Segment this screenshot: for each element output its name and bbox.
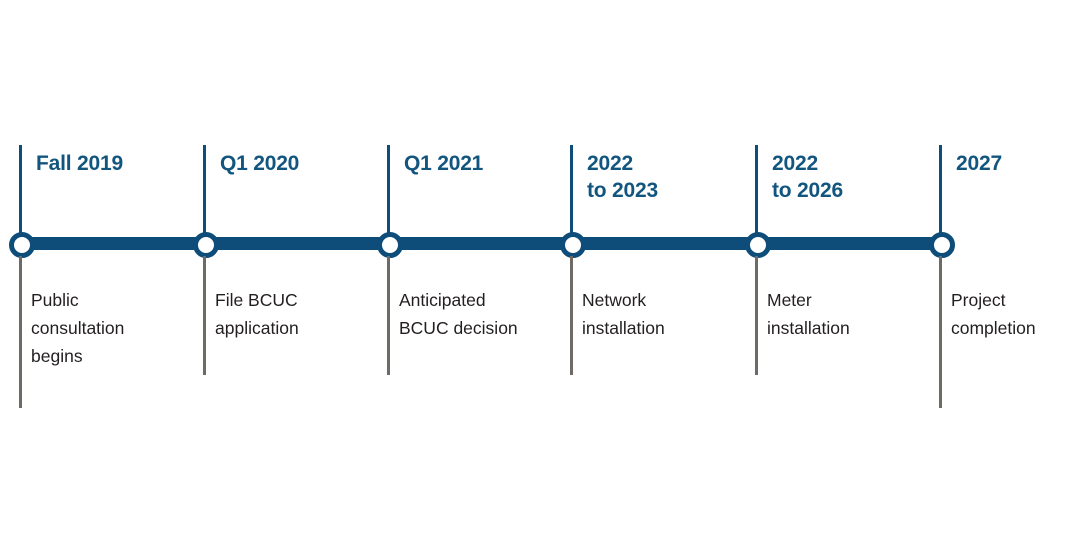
milestone-tick-top <box>939 145 942 239</box>
milestone-tick-top <box>19 145 22 239</box>
milestone-date-label: 2022 to 2026 <box>772 152 843 202</box>
milestone-tick-bottom <box>387 256 390 375</box>
timeline-axis-line <box>20 237 940 250</box>
milestone-file-bcuc-application[interactable]: Q1 2020 File BCUC application <box>184 0 384 560</box>
milestone-tick-top <box>203 145 206 239</box>
milestone-project-completion[interactable]: 2027 Project completion <box>920 0 1066 560</box>
milestone-date-label: Q1 2021 <box>404 152 484 175</box>
milestone-node-marker[interactable] <box>745 232 771 258</box>
milestone-tick-bottom <box>203 256 206 375</box>
milestone-node-marker[interactable] <box>560 232 586 258</box>
milestone-node-marker[interactable] <box>929 232 955 258</box>
milestone-tick-bottom <box>755 256 758 375</box>
milestone-network-installation[interactable]: 2022 to 2023 Network installation <box>551 0 751 560</box>
milestone-description-label: Public consultation begins <box>31 290 125 366</box>
milestone-date-label: Fall 2019 <box>36 152 123 175</box>
milestone-description-label: Meter installation <box>767 290 850 338</box>
milestone-date-label: Q1 2020 <box>220 152 300 175</box>
milestone-date-label: 2022 to 2023 <box>587 152 658 202</box>
milestone-anticipated-bcuc-decision[interactable]: Q1 2021 Anticipated BCUC decision <box>368 0 568 560</box>
milestone-node-marker[interactable] <box>377 232 403 258</box>
milestone-description-label: Network installation <box>582 290 665 338</box>
milestone-description-label: File BCUC application <box>215 290 299 338</box>
milestone-tick-bottom <box>939 256 942 408</box>
milestone-tick-bottom <box>570 256 573 375</box>
milestone-tick-top <box>387 145 390 239</box>
milestone-node-marker[interactable] <box>193 232 219 258</box>
milestone-description-label: Anticipated BCUC decision <box>399 290 518 338</box>
milestone-node-marker[interactable] <box>9 232 35 258</box>
milestone-public-consultation-begins[interactable]: Fall 2019 Public consultation begins <box>0 0 200 560</box>
milestone-date-label: 2027 <box>956 152 1002 175</box>
milestone-tick-top <box>570 145 573 239</box>
milestone-meter-installation[interactable]: 2022 to 2026 Meter installation <box>736 0 936 560</box>
milestone-description-label: Project completion <box>951 290 1036 338</box>
milestone-tick-bottom <box>19 256 22 408</box>
milestone-tick-top <box>755 145 758 239</box>
